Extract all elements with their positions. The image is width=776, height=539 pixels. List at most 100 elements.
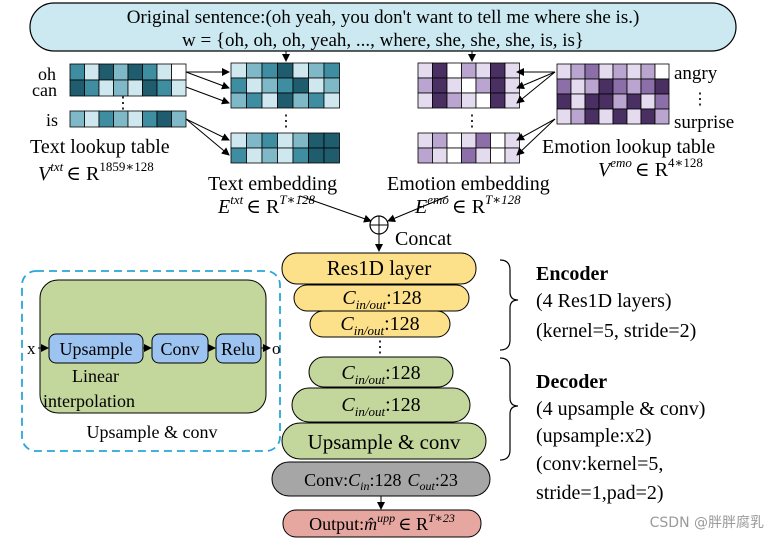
text-lookup-cell <box>84 110 100 128</box>
text-lookup-cell <box>142 63 158 81</box>
dec-cin-label-1: Cin/out:128 <box>341 362 420 387</box>
emotion-embedding-cell <box>475 147 491 164</box>
emotion-lookup-title: Emotion lookup table <box>542 136 715 158</box>
text-lookup-dots: ⋮ <box>115 95 131 112</box>
encoder-title: Encoder <box>536 263 608 285</box>
cin-block-2 <box>309 310 451 338</box>
emotion-lookup-cell <box>556 63 572 80</box>
text-lookup-cell <box>69 79 85 97</box>
text-lookup-cell <box>156 63 172 81</box>
text-lookup-title: Text lookup table <box>30 136 170 158</box>
emotion-embedding-cell <box>490 62 506 79</box>
emotion-lookup-cell <box>640 93 656 110</box>
emotion-lookup-cell <box>626 93 642 110</box>
text-embedding-cell <box>277 147 294 164</box>
text-embedding-cell <box>323 132 340 149</box>
cin-label-2: Cin/out:128 <box>340 313 419 338</box>
emotion-embedding-cell <box>432 77 448 94</box>
text-lookup-cell <box>98 79 114 97</box>
upsample-detail-dashed-box <box>21 270 281 452</box>
emotion-lookup-cell <box>626 78 642 95</box>
emotion-embedding-cell <box>417 77 433 94</box>
text-lookup-cell <box>84 79 100 97</box>
cin-label-1: Cin/out:128 <box>342 287 421 312</box>
relu-box-label: Relu <box>221 339 255 359</box>
text-embedding-cell <box>261 132 278 149</box>
text-embedding-cell <box>292 62 309 79</box>
emotion-embedding-title: Emotion embedding <box>387 173 550 195</box>
emotion-lookup-cell <box>612 78 628 95</box>
emotion-embedding-cell <box>475 92 491 109</box>
emotion-lookup-cell <box>556 78 572 95</box>
text-lookup-cell <box>171 63 187 81</box>
emotion-lookup-cell <box>612 108 628 125</box>
emotion-embedding-matrix <box>417 62 520 164</box>
text-embedding-cell <box>261 92 278 109</box>
emotion-lookup-cell <box>556 93 572 110</box>
emotion-lookup-cell <box>626 108 642 125</box>
block-input-x: x <box>27 339 36 358</box>
emotion-embedding-cell <box>504 62 520 79</box>
text-lookup-cell <box>98 110 114 128</box>
emotion-lookup-cell <box>654 93 670 110</box>
text-lookup-cell <box>69 110 85 128</box>
text-lookup-cell <box>113 110 129 128</box>
emotion-embedding-cell <box>417 92 433 109</box>
text-embedding-cell <box>230 132 247 149</box>
text-embedding-cell <box>246 132 263 149</box>
emotion-embedding-cell <box>475 62 491 79</box>
concat-arrows <box>299 195 449 252</box>
word-can: can <box>32 80 57 100</box>
output-block <box>282 509 482 538</box>
text-embedding-cell <box>292 132 309 149</box>
emotion-embedding-cell <box>432 147 448 164</box>
emotion-lookup-cell <box>584 63 600 80</box>
text-lookup-cell <box>142 79 158 97</box>
sentence-banner <box>29 2 737 52</box>
text-lookup-cell <box>156 110 172 128</box>
decoder-line-4: stride=1,pad=2) <box>536 482 664 504</box>
upsample-detail-caption: Upsample & conv <box>87 422 218 442</box>
emotion-embedding-cell <box>475 132 491 149</box>
linear-note: Linear <box>72 366 119 386</box>
text-embedding-title: Text embedding <box>208 173 337 195</box>
decoder-line-1: (4 upsample & conv) <box>536 398 705 420</box>
emotion-embedding-cell <box>446 77 462 94</box>
text-embedding-cell <box>308 77 325 94</box>
text-lookup-cell <box>171 79 187 97</box>
emotion-lookup-cell <box>598 108 614 125</box>
sentence-line-1: Original sentence:(oh yeah, you don't wa… <box>127 7 640 28</box>
text-embedding-cell <box>277 77 294 94</box>
upsample-box-label: Upsample <box>60 339 133 359</box>
stack-dots: ⋮ <box>372 339 388 356</box>
text-embedding-dots: ⋮ <box>278 113 294 130</box>
text-embedding-cell <box>246 147 263 164</box>
text-lookup-cell <box>127 79 143 97</box>
emotion-lookup-formula: Vemo∈ R4∗128 <box>598 155 703 181</box>
emotion-embedding-cell <box>461 132 477 149</box>
decoder-brace <box>499 357 519 461</box>
word-oh: oh <box>38 64 56 84</box>
res1d-block <box>281 252 477 285</box>
emotion-embedding-cell <box>490 147 506 164</box>
dec-cin-block-2 <box>291 387 471 423</box>
emotion-lookup-cell <box>640 108 656 125</box>
decoder-line-3: (conv:kernel=5, <box>536 453 663 475</box>
emotion-embedding-cell <box>446 62 462 79</box>
emotion-embedding-cell <box>475 77 491 94</box>
decoder-title: Decoder <box>536 371 607 393</box>
emotion-embedding-cell <box>432 62 448 79</box>
emotion-lookup-cell <box>584 108 600 125</box>
emotion-lookup-cell <box>570 108 586 125</box>
emotion-embedding-cell <box>461 62 477 79</box>
output-label: Output:m̂upp∈ RT∗23 <box>309 511 455 534</box>
text-embedding-cell <box>277 92 294 109</box>
text-embedding-cell <box>292 77 309 94</box>
text-embedding-cell <box>308 62 325 79</box>
text-lookup-cell <box>113 63 129 81</box>
watermark: CSDN @胖胖腐乳 <box>650 514 764 531</box>
emotion-embedding-cell <box>446 92 462 109</box>
emotion-embedding-cell <box>504 92 520 109</box>
emotion-lookup-cell <box>612 63 628 80</box>
emotion-lookup-cell <box>598 78 614 95</box>
